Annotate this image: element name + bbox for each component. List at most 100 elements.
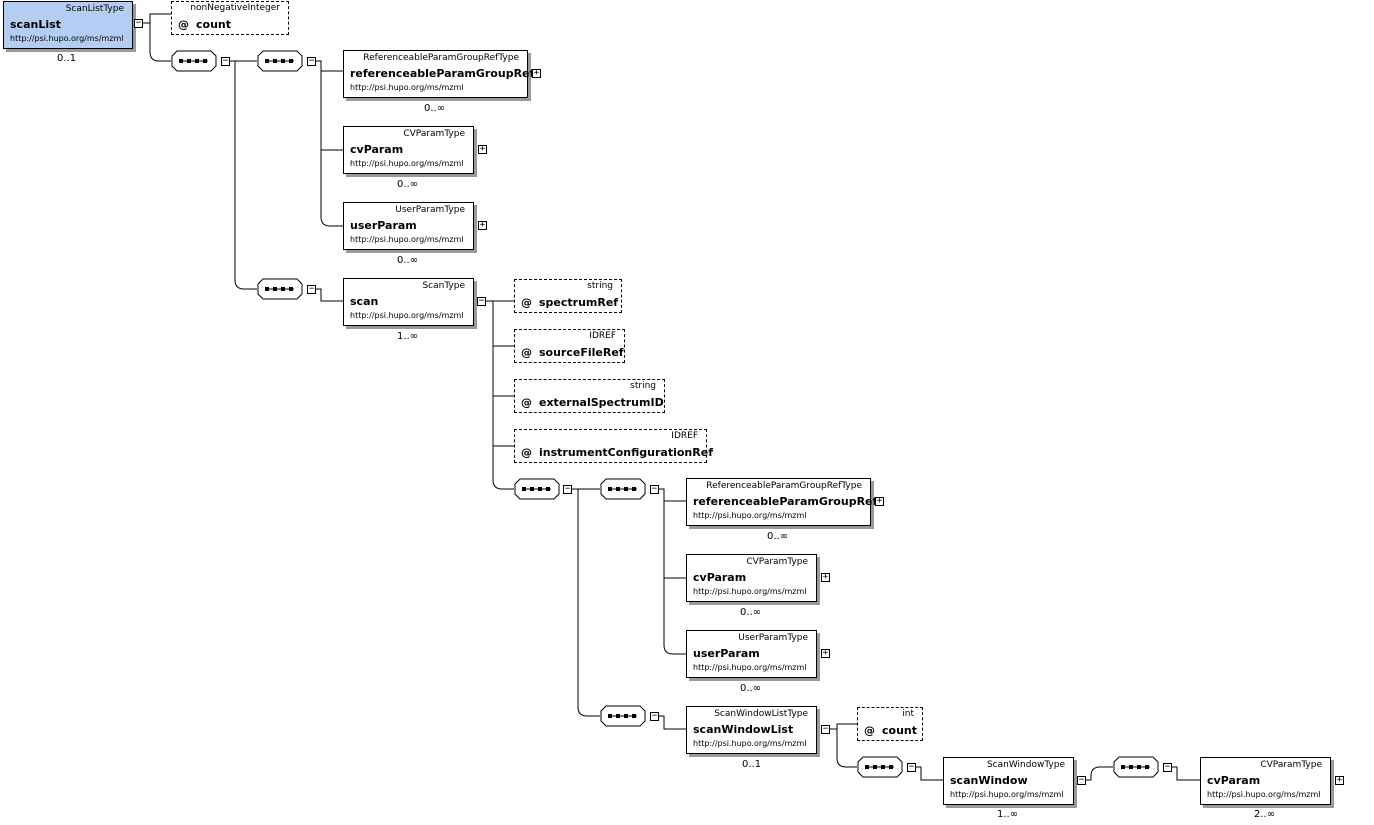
cardinality-cvParam: 0..∞ xyxy=(740,607,762,618)
element-userParam[interactable]: UserParamType userParam http://psi.hupo.… xyxy=(343,202,474,250)
type-label: ScanWindowType xyxy=(986,760,1065,770)
expand-toggle-cvParam[interactable]: + xyxy=(1335,775,1344,785)
namespace-label: http://psi.hupo.org/ms/mzml xyxy=(1207,790,1321,799)
sequence-compositor-icon[interactable] xyxy=(514,478,560,500)
sequence-compositor-icon[interactable] xyxy=(171,50,217,72)
collapse-toggle-sequence[interactable]: − xyxy=(650,484,659,494)
type-label: ScanWindowListType xyxy=(714,709,808,719)
element-referenceableParamGroupRef[interactable]: ReferenceableParamGroupRefType reference… xyxy=(343,50,534,98)
type-label: UserParamType xyxy=(395,205,465,215)
namespace-label: http://psi.hupo.org/ms/mzml xyxy=(950,790,1064,799)
element-name: scanWindowList xyxy=(693,723,794,736)
element-name: referenceableParamGroupRef xyxy=(350,67,535,80)
attribute-name: count xyxy=(882,724,917,737)
element-name: scan xyxy=(350,295,379,308)
type-label: int xyxy=(902,709,914,719)
expand-toggle-cvParam[interactable]: + xyxy=(821,572,830,582)
type-label: string xyxy=(587,281,613,291)
element-scanWindowList[interactable]: ScanWindowListType scanWindowList http:/… xyxy=(686,706,817,754)
type-label: UserParamType xyxy=(738,633,808,643)
attribute-sourceFileRef[interactable]: IDREF @ sourceFileRef xyxy=(514,329,625,363)
type-label: ReferenceableParamGroupRefType xyxy=(363,53,519,63)
cardinality-userParam: 0..∞ xyxy=(397,255,419,266)
element-cvParam[interactable]: CVParamType cvParam http://psi.hupo.org/… xyxy=(343,126,474,174)
type-label: nonNegativeInteger xyxy=(190,3,280,13)
element-cvParam[interactable]: CVParamType cvParam http://psi.hupo.org/… xyxy=(686,554,817,602)
sequence-compositor-icon[interactable] xyxy=(600,478,646,500)
cardinality-cvParam: 0..∞ xyxy=(397,179,419,190)
element-name: cvParam xyxy=(693,571,747,584)
attribute-marker: @ xyxy=(864,724,875,737)
namespace-label: http://psi.hupo.org/ms/mzml xyxy=(693,663,807,672)
namespace-label: http://psi.hupo.org/ms/mzml xyxy=(350,311,464,320)
sequence-compositor-icon[interactable] xyxy=(257,50,303,72)
element-cvParam[interactable]: CVParamType cvParam http://psi.hupo.org/… xyxy=(1200,757,1331,805)
element-scanList[interactable]: ScanListType scanList http://psi.hupo.or… xyxy=(3,1,133,49)
attribute-marker: @ xyxy=(521,396,532,409)
element-name: userParam xyxy=(350,219,417,232)
type-label: CVParamType xyxy=(746,557,808,567)
element-name: scanWindow xyxy=(950,774,1028,787)
collapse-toggle-scanWindowList[interactable]: − xyxy=(821,724,830,734)
attribute-marker: @ xyxy=(178,18,189,31)
attribute-marker: @ xyxy=(521,446,532,459)
expand-toggle-cvParam[interactable]: + xyxy=(478,144,487,154)
namespace-label: http://psi.hupo.org/ms/mzml xyxy=(350,159,464,168)
attribute-marker: @ xyxy=(521,346,532,359)
attribute-name: count xyxy=(196,18,231,31)
type-label: CVParamType xyxy=(403,129,465,139)
element-name: cvParam xyxy=(1207,774,1261,787)
type-label: CVParamType xyxy=(1260,760,1322,770)
element-name: userParam xyxy=(693,647,760,660)
cardinality-scanWindowList: 0..1 xyxy=(742,759,762,770)
attribute-count[interactable]: int @ count xyxy=(857,707,923,741)
element-scan[interactable]: ScanType scan http://psi.hupo.org/ms/mzm… xyxy=(343,278,474,326)
attribute-name: instrumentConfigurationRef xyxy=(539,446,713,459)
element-name: cvParam xyxy=(350,143,404,156)
collapse-toggle-sequence[interactable]: − xyxy=(563,484,572,494)
namespace-label: http://psi.hupo.org/ms/mzml xyxy=(693,739,807,748)
collapse-toggle-scan[interactable]: − xyxy=(477,296,486,306)
type-label: IDREF xyxy=(589,331,616,341)
cardinality-scan: 1..∞ xyxy=(397,331,419,342)
collapse-toggle-sequence[interactable]: − xyxy=(1163,762,1172,772)
element-userParam[interactable]: UserParamType userParam http://psi.hupo.… xyxy=(686,630,817,678)
attribute-marker: @ xyxy=(521,296,532,309)
attribute-instrumentConfigurationRef[interactable]: IDREF @ instrumentConfigurationRef xyxy=(514,429,713,463)
attribute-name: spectrumRef xyxy=(539,296,619,309)
cardinality-scanList: 0..1 xyxy=(57,53,77,64)
attribute-externalSpectrumID[interactable]: string @ externalSpectrumID xyxy=(514,379,665,413)
sequence-compositor-icon[interactable] xyxy=(257,278,303,300)
cardinality-referenceableParamGroupRef: 0..∞ xyxy=(424,103,446,114)
collapse-toggle-sequence[interactable]: − xyxy=(650,711,659,721)
sequence-compositor-icon[interactable] xyxy=(1113,756,1159,778)
namespace-label: http://psi.hupo.org/ms/mzml xyxy=(350,83,464,92)
cardinality-cvParam: 2..∞ xyxy=(1254,809,1276,820)
sequence-compositor-icon[interactable] xyxy=(857,756,903,778)
expand-toggle-userParam[interactable]: + xyxy=(821,648,830,658)
cardinality-userParam: 0..∞ xyxy=(740,683,762,694)
attribute-name: externalSpectrumID xyxy=(539,396,664,409)
expand-toggle-referenceableParamGroupRef[interactable]: + xyxy=(532,68,541,78)
collapse-toggle-sequence[interactable]: − xyxy=(307,56,316,66)
cardinality-scanWindow: 1..∞ xyxy=(997,809,1019,820)
type-label: IDREF xyxy=(671,431,698,441)
namespace-label: http://psi.hupo.org/ms/mzml xyxy=(693,511,807,520)
collapse-toggle-sequence[interactable]: − xyxy=(307,284,316,294)
collapse-toggle-scanWindow[interactable]: − xyxy=(1077,775,1086,785)
expand-toggle-userParam[interactable]: + xyxy=(478,220,487,230)
element-name: referenceableParamGroupRef xyxy=(693,495,878,508)
attribute-count[interactable]: nonNegativeInteger @ count xyxy=(171,1,289,35)
collapse-toggle-sequence[interactable]: − xyxy=(221,56,230,66)
collapse-toggle-sequence[interactable]: − xyxy=(907,762,916,772)
element-referenceableParamGroupRef[interactable]: ReferenceableParamGroupRefType reference… xyxy=(686,478,877,526)
attribute-spectrumRef[interactable]: string @ spectrumRef xyxy=(514,279,622,313)
element-name: scanList xyxy=(10,18,61,31)
collapse-toggle-scanList[interactable]: − xyxy=(134,18,143,28)
expand-toggle-referenceableParamGroupRef[interactable]: + xyxy=(875,496,884,506)
namespace-label: http://psi.hupo.org/ms/mzml xyxy=(10,34,124,43)
element-scanWindow[interactable]: ScanWindowType scanWindow http://psi.hup… xyxy=(943,757,1074,805)
sequence-compositor-icon[interactable] xyxy=(600,705,646,727)
type-label: ScanListType xyxy=(65,4,124,14)
